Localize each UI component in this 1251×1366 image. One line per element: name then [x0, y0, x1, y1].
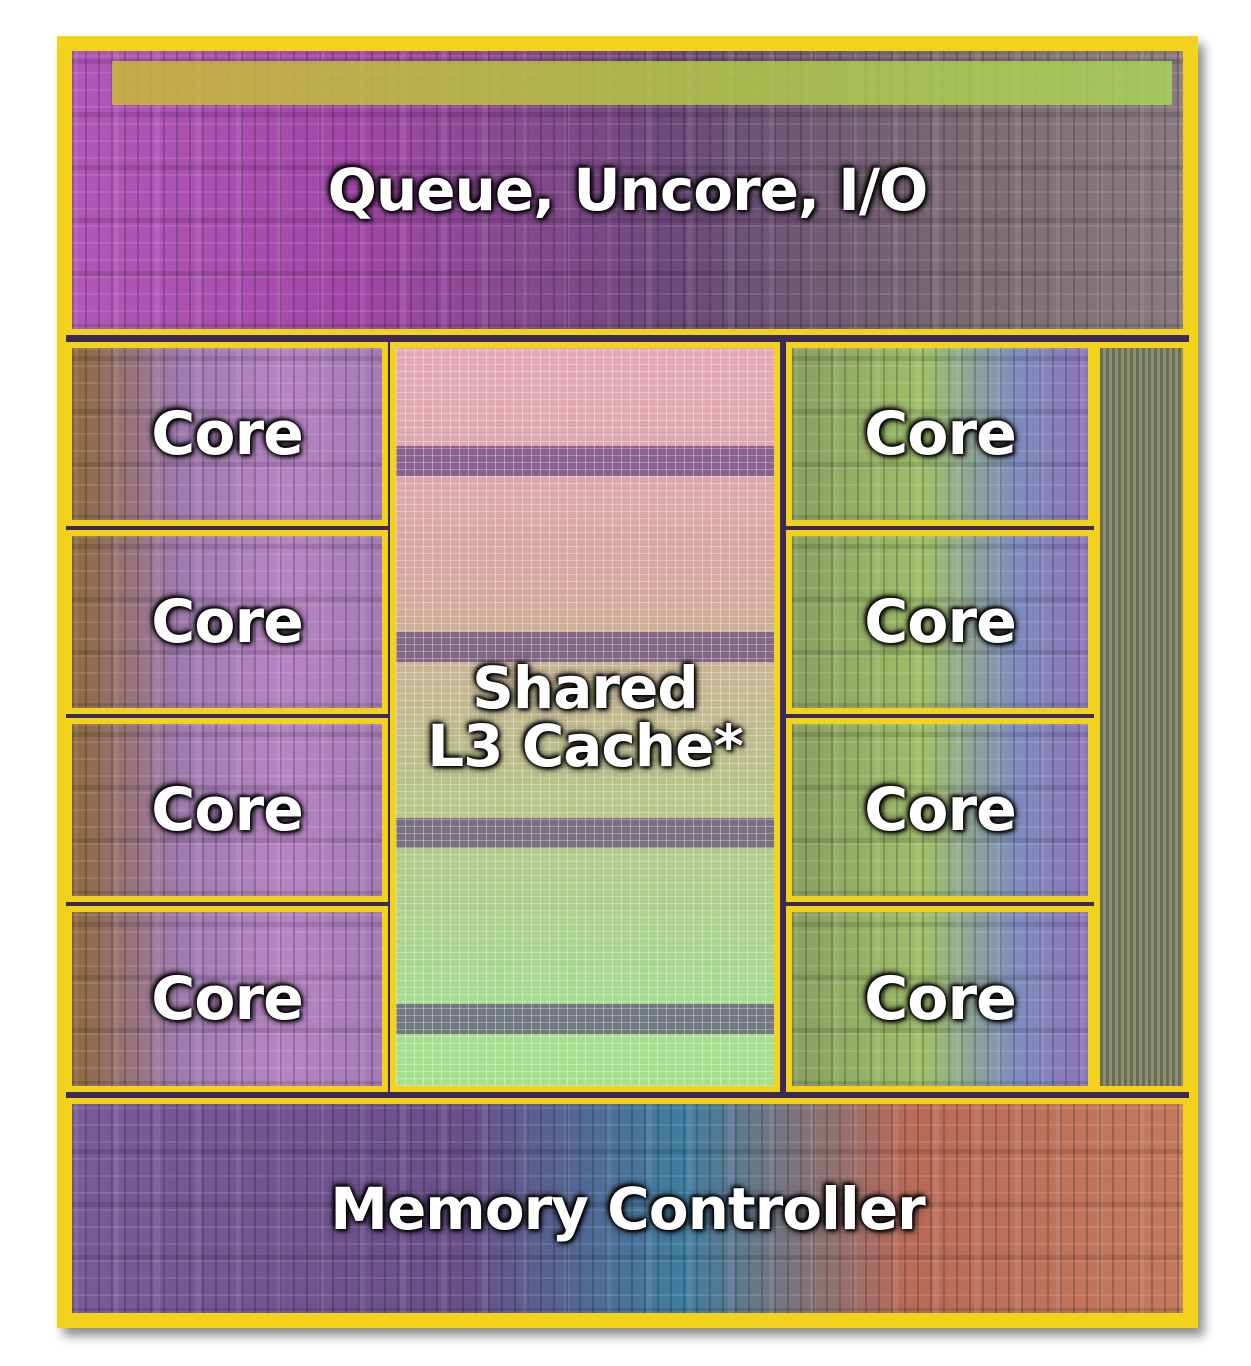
core-right-4: Core [786, 906, 1094, 1092]
core-right-3: Core [786, 718, 1094, 902]
shared-l3-cache-label: Shared L3 Cache* [427, 659, 744, 775]
memory-controller-label: Memory Controller [330, 1174, 926, 1243]
cache-label-line2: L3 Cache* [427, 712, 744, 780]
core-left-3: Core [66, 718, 388, 902]
core-right-1: Core [786, 342, 1094, 526]
core-left-4: Core [66, 906, 388, 1092]
core-label: Core [151, 775, 304, 845]
shared-l3-cache-region: Shared L3 Cache* [390, 342, 780, 1092]
core-right-2: Core [786, 530, 1094, 714]
core-label: Core [864, 399, 1017, 469]
cache-label-line1: Shared [472, 654, 699, 722]
memory-controller-region: Memory Controller [66, 1098, 1189, 1319]
interconnect-strip [1094, 342, 1189, 1092]
core-left-2: Core [66, 530, 388, 714]
io-pad-band [112, 61, 1172, 105]
core-left-1: Core [66, 342, 388, 526]
core-label: Core [151, 964, 304, 1034]
core-label: Core [151, 399, 304, 469]
core-label: Core [864, 964, 1017, 1034]
core-label: Core [864, 587, 1017, 657]
queue-uncore-io-region: Queue, Uncore, I/O [66, 45, 1189, 335]
cpu-die: Queue, Uncore, I/O Core Core Core Core S… [57, 36, 1198, 1328]
queue-uncore-io-label: Queue, Uncore, I/O [327, 156, 929, 224]
core-label: Core [151, 587, 304, 657]
core-label: Core [864, 775, 1017, 845]
